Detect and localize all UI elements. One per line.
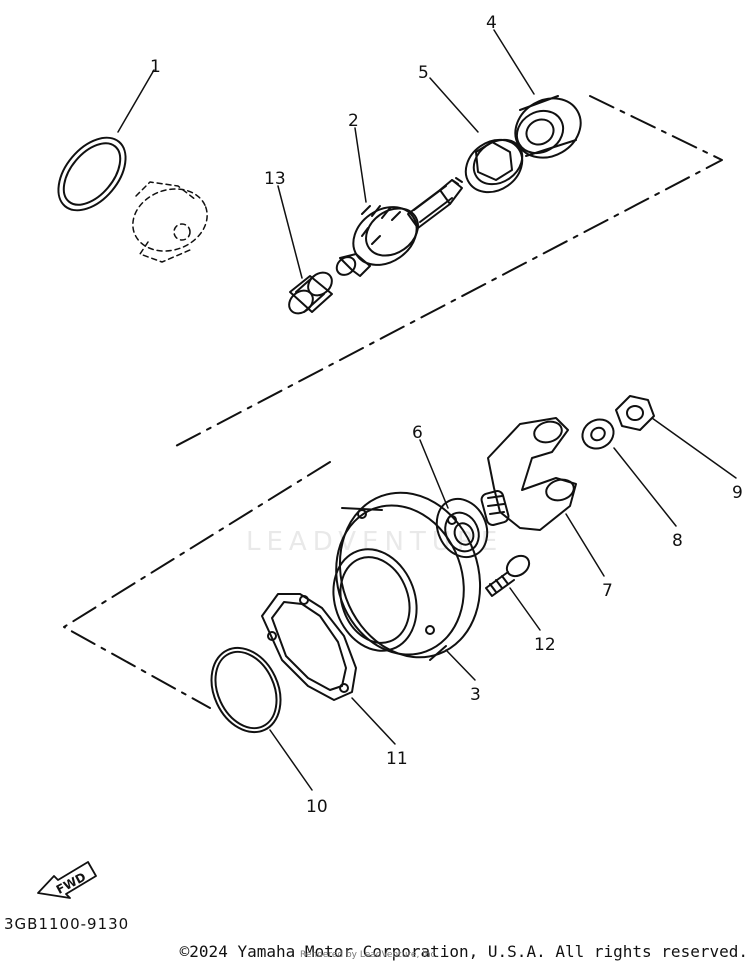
rendered-by-note: Rendered by LeadVenture, Inc. <box>300 950 439 960</box>
bearing-part-6 <box>435 497 489 559</box>
callout-6: 6 <box>412 423 423 443</box>
washer-part-8 <box>581 418 615 450</box>
callout-1: 1 <box>150 57 161 77</box>
callout-labels: 1 2 3 4 5 6 7 8 9 10 11 12 13 FWD <box>54 13 743 897</box>
callout-13: 13 <box>264 169 286 189</box>
reference-gear-outline <box>132 181 208 263</box>
gasket-part-11 <box>261 593 357 701</box>
fwd-arrow-icon <box>37 861 97 899</box>
callout-5: 5 <box>418 63 429 83</box>
bolt-part-12 <box>485 554 531 597</box>
assembly-boundary-lower <box>63 461 331 709</box>
callout-12: 12 <box>534 635 556 655</box>
callout-8: 8 <box>672 531 683 551</box>
callout-7: 7 <box>602 581 613 601</box>
callout-4: 4 <box>486 13 497 33</box>
callout-2: 2 <box>348 111 359 131</box>
callout-10: 10 <box>306 797 328 817</box>
bearing-housing-part-3 <box>332 491 482 661</box>
leader-lines <box>117 29 737 791</box>
oil-seal-part-5 <box>464 138 524 194</box>
nut-part-9 <box>615 395 655 431</box>
diagram-part-code: 3GB1100-9130 <box>4 915 130 933</box>
yoke-part-7 <box>480 417 577 531</box>
needle-bearing-part-13 <box>288 271 333 315</box>
callout-11: 11 <box>386 749 408 769</box>
drive-shaft-part-2 <box>335 177 463 277</box>
fwd-label: FWD <box>54 870 88 897</box>
ball-bearing-part-4 <box>514 95 582 159</box>
o-ring-part-1 <box>57 136 127 212</box>
copyright-notice: ©2024 Yamaha Motor Corporation, U.S.A. A… <box>179 942 748 961</box>
callout-9: 9 <box>732 483 743 503</box>
callout-3: 3 <box>470 685 481 705</box>
o-ring-part-10 <box>210 646 282 734</box>
assembly-boundary-upper <box>171 95 723 449</box>
